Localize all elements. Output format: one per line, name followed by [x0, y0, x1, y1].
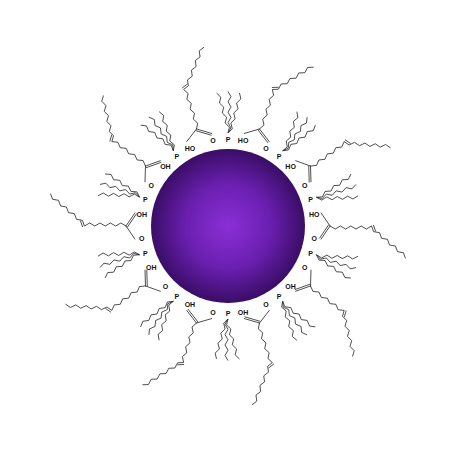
alkyl-chain: [184, 47, 204, 129]
alkyl-chain: [311, 286, 355, 357]
atom-label: P: [308, 196, 313, 203]
atom-label: O: [263, 144, 268, 151]
atom-label: HO: [285, 162, 296, 169]
atom-label: HO: [185, 144, 196, 151]
atom-label: O: [163, 283, 168, 290]
alkyl-chain: [65, 286, 145, 310]
double-bond: [245, 317, 260, 321]
atom-label: O: [139, 235, 144, 242]
alkyl-chain: [159, 112, 174, 151]
alkyl-chain: [330, 226, 405, 258]
alkyl-chain: [98, 252, 140, 256]
double-bond: [295, 284, 310, 289]
bond: [310, 166, 311, 182]
bond: [310, 270, 311, 286]
alkyl-chain: [316, 184, 356, 198]
alkyl-chain: [316, 196, 358, 200]
atom-label: OH: [146, 263, 157, 270]
double-bond: [308, 166, 309, 182]
alkyl-chain: [228, 93, 241, 133]
bond: [145, 166, 146, 182]
atom-label: P: [143, 196, 148, 203]
alkyl-chain: [260, 67, 314, 129]
atom-label: P: [175, 152, 180, 159]
atom-label: O: [311, 235, 316, 242]
double-bond: [110, 135, 112, 141]
alkyl-chain: [141, 301, 174, 327]
bond: [187, 310, 197, 323]
alkyl-chain: [51, 194, 126, 226]
atom-label: P: [277, 152, 282, 159]
bond: [260, 310, 270, 323]
double-bond: [272, 87, 278, 88]
double-bond: [127, 214, 136, 227]
alkyl-chain: [105, 174, 139, 197]
atom-label: P: [226, 310, 231, 317]
atom-label: OH: [285, 283, 296, 290]
alkyl-chain: [228, 91, 231, 133]
atom-label: P: [143, 249, 148, 256]
atom-label: P: [175, 293, 180, 300]
alkyl-chain: [141, 125, 174, 151]
bond: [296, 161, 311, 166]
atom-label: O: [302, 182, 307, 189]
bond: [187, 129, 197, 142]
double-bond: [196, 131, 211, 135]
double-bond: [373, 225, 375, 231]
double-bond: [146, 162, 161, 167]
atom-label: O: [148, 182, 153, 189]
atom-label: P: [226, 136, 231, 143]
alkyl-chain: [215, 319, 228, 359]
alkyl-chain: [225, 319, 228, 361]
atom-label: HO: [238, 137, 249, 144]
bond: [126, 213, 135, 226]
bond: [321, 213, 330, 226]
alkyl-chain: [100, 253, 140, 267]
ligand-shell: [51, 47, 406, 405]
alkyl-chain: [252, 323, 272, 405]
bond: [145, 270, 146, 286]
double-bond: [188, 309, 198, 322]
bond: [126, 226, 135, 239]
double-bond: [146, 270, 147, 286]
alkyl-chain: [217, 93, 230, 133]
alkyl-chain: [316, 255, 350, 278]
bond: [196, 319, 211, 323]
atom-label: O: [302, 263, 307, 270]
alkyl-chain: [316, 255, 356, 269]
double-bond: [178, 364, 184, 365]
atom-label: P: [277, 293, 282, 300]
atom-label: O: [263, 301, 268, 308]
bond: [260, 129, 270, 142]
atom-label: P: [308, 249, 313, 256]
double-bond: [344, 311, 346, 317]
alkyl-chain: [149, 301, 173, 335]
alkyl-chain: [282, 301, 297, 340]
atom-label: O: [210, 137, 215, 144]
double-bond: [258, 130, 268, 143]
atom-label: OH: [238, 308, 249, 315]
bond: [321, 226, 330, 239]
atom-label: OH: [185, 301, 196, 308]
double-bond: [81, 221, 83, 227]
atom-label: O: [210, 308, 215, 315]
alkyl-chain: [283, 125, 316, 151]
atom-label: OH: [160, 162, 171, 169]
alkyl-chain: [283, 117, 307, 151]
bond: [145, 286, 160, 291]
alkyl-chain: [227, 319, 240, 359]
nanoparticle-core: [151, 149, 305, 303]
alkyl-chain: [142, 323, 196, 385]
alkyl-chain: [283, 301, 316, 327]
alkyl-chain: [100, 183, 140, 197]
atom-label: HO: [309, 210, 320, 217]
bond: [244, 129, 259, 133]
alkyl-chain: [102, 96, 146, 167]
alkyl-chain: [311, 142, 391, 166]
atom-label: OH: [137, 210, 148, 217]
double-bond: [320, 225, 329, 238]
